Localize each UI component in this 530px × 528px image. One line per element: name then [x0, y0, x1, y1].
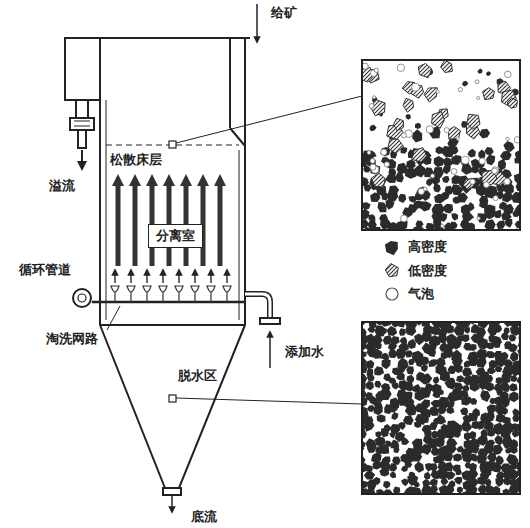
nozzle: [175, 286, 183, 302]
jet-arrow: [226, 272, 228, 283]
vessel: [65, 4, 362, 510]
flow-arrowhead: [214, 174, 226, 186]
jet-arrow: [194, 272, 196, 283]
jet-arrow: [114, 272, 116, 283]
bed-label: 松散床层: [110, 152, 162, 168]
flow-arrowhead: [163, 174, 175, 186]
water-label: 添加水: [285, 344, 324, 360]
legend-hatched: [385, 264, 398, 277]
legend-text: 气泡: [408, 286, 434, 302]
flow-arrowhead: [197, 174, 209, 186]
jet-arrow: [210, 272, 212, 283]
legend-text: 低密度: [408, 263, 447, 279]
jet-arrow: [146, 272, 148, 283]
pipe-label: 循环管道: [19, 262, 71, 278]
nozzle: [127, 286, 135, 302]
nozzle: [159, 286, 167, 302]
nozzle: [223, 286, 231, 302]
jet-arrow: [178, 272, 180, 283]
flow-arrow: [133, 184, 138, 266]
inset-frame: [362, 322, 520, 494]
legend-icons: [385, 241, 398, 300]
underflow-label: 底流: [191, 509, 217, 525]
network-label: 淘洗网路: [46, 331, 98, 347]
flow-arrowhead: [180, 174, 192, 186]
chamber-box: 分离室: [148, 224, 203, 248]
dewater-inset: [362, 322, 520, 494]
feed-label: 给矿: [271, 5, 297, 21]
legend-text: 高密度: [408, 239, 447, 255]
flow-arrowhead: [112, 174, 124, 186]
nozzle: [207, 286, 215, 302]
flow-arrowhead: [146, 174, 158, 186]
bed-inset: [362, 60, 520, 230]
upflow-arrows: [112, 174, 226, 266]
inset-frame: [362, 60, 520, 230]
teeter-nozzles: [111, 272, 231, 302]
legend-hexagon: [385, 241, 398, 255]
nozzle: [191, 286, 199, 302]
flow-arrowhead: [129, 174, 141, 186]
flow-arrow: [218, 184, 223, 266]
legend-bubble: [386, 288, 398, 300]
overflow-label: 溢流: [49, 178, 75, 194]
nozzle: [111, 286, 119, 302]
jet-arrow: [162, 272, 164, 283]
flow-arrow: [116, 184, 121, 266]
dewater-label: 脱水区: [178, 368, 217, 384]
jet-arrow: [130, 272, 132, 283]
chamber-label: 分离室: [156, 228, 195, 244]
nozzle: [143, 286, 151, 302]
